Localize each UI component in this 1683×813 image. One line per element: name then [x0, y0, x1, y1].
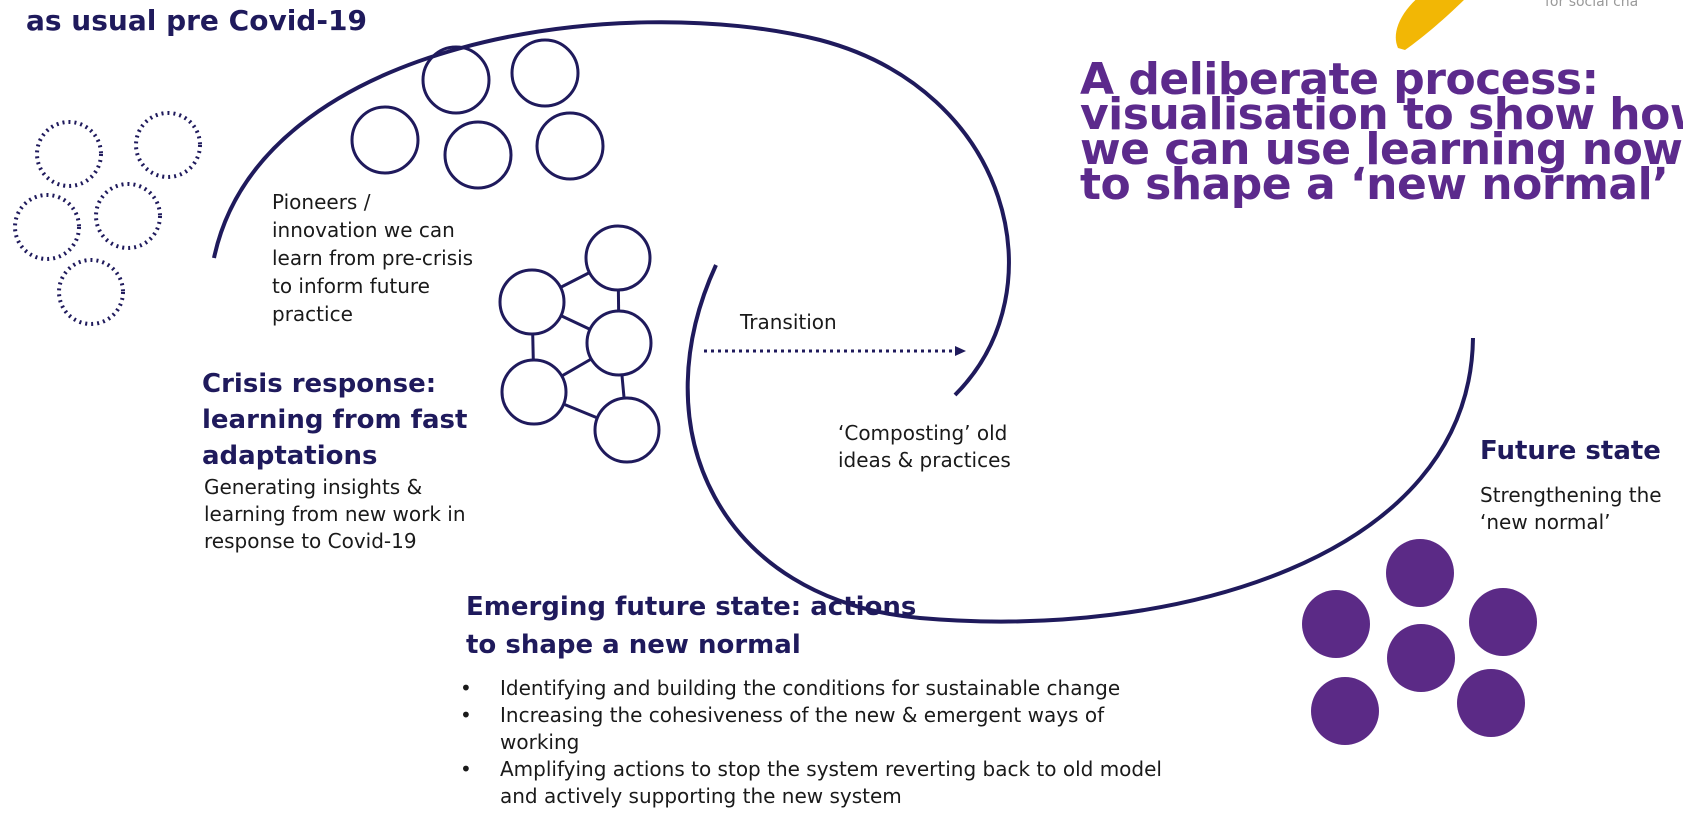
future-circle: [1302, 590, 1370, 658]
pioneers-line: innovation we can: [272, 218, 455, 242]
pioneer-circle: [421, 45, 491, 115]
crisis-heading-line: learning from fast: [202, 405, 468, 435]
network-graph: [498, 224, 661, 464]
future-circle: [1387, 624, 1455, 692]
composting-line: ‘Composting’ old: [838, 421, 1008, 445]
future-body-line: Strengthening the: [1480, 483, 1662, 507]
network-node: [585, 309, 653, 377]
crisis-body-line: response to Covid-19: [204, 529, 417, 553]
pioneer-circles-group: [350, 38, 605, 190]
network-node: [500, 358, 568, 426]
pioneer-circle: [535, 111, 605, 181]
spiral-large-arc: [212, 20, 1011, 397]
pioneers-line: practice: [272, 302, 353, 326]
future-circles-group: [1302, 539, 1537, 745]
action-line: and actively supporting the new system: [500, 784, 902, 808]
future-circle: [1386, 539, 1454, 607]
network-node: [498, 268, 566, 336]
crisis-heading-line: Crisis response:: [202, 369, 437, 399]
action-item: Increasing the cohesiveness of the new &…: [458, 702, 1162, 756]
main-title-line: A deliberate process:: [1080, 54, 1599, 105]
crisis-heading-line: adaptations: [202, 441, 378, 471]
future-state-body: Strengthening the ‘new normal’: [1480, 482, 1662, 536]
pioneers-line: learn from pre-crisis: [272, 246, 474, 270]
action-line: Amplifying actions to stop the system re…: [500, 757, 1162, 781]
pioneer-circle: [350, 105, 420, 175]
action-line: working: [500, 730, 580, 754]
composting-line: ideas & practices: [838, 448, 1011, 472]
network-node: [593, 396, 661, 464]
main-title-line: visualisation to show how: [1080, 89, 1683, 140]
future-circle: [1469, 588, 1537, 656]
transition-label: Transition: [740, 310, 837, 334]
actions-list: Identifying and building the conditions …: [458, 675, 1162, 810]
action-item: Identifying and building the conditions …: [458, 675, 1162, 702]
dotted-circle: [134, 111, 202, 179]
spiral-outer-arc: [685, 264, 1475, 624]
dotted-circle: [94, 182, 162, 250]
crisis-body-line: learning from new work in: [204, 502, 466, 526]
main-title-line: we can use learning now: [1080, 124, 1683, 175]
crisis-response-body: Generating insights & learning from new …: [204, 474, 466, 555]
logo-text-fragment: for social cha: [1545, 0, 1639, 10]
emerging-heading-line: Emerging future state: actions: [466, 592, 917, 622]
pioneer-circle: [443, 120, 513, 190]
future-circle: [1311, 677, 1379, 745]
crisis-response-heading: Crisis response: learning from fast adap…: [202, 366, 467, 474]
pioneer-circle: [510, 38, 580, 108]
future-body-line: ‘new normal’: [1480, 510, 1611, 534]
future-state-heading: Future state: [1480, 436, 1661, 466]
logo-yellow-stroke: [1395, 0, 1464, 50]
dotted-circle: [13, 193, 81, 261]
pioneers-line: to inform future: [272, 274, 430, 298]
emerging-heading-line: to shape a new normal: [466, 630, 801, 660]
main-title-line: to shape a ‘new normal’: [1080, 159, 1669, 210]
dotted-circles-group: [13, 111, 202, 326]
dotted-circle: [35, 120, 103, 188]
emerging-future-heading: Emerging future state: actions to shape …: [466, 588, 916, 664]
pioneers-text: Pioneers / innovation we can learn from …: [272, 188, 473, 328]
action-item: Amplifying actions to stop the system re…: [458, 756, 1162, 810]
action-line: Increasing the cohesiveness of the new &…: [500, 703, 1105, 727]
future-circle: [1457, 669, 1525, 737]
action-line: Identifying and building the conditions …: [500, 676, 1121, 700]
top-left-title: as usual pre Covid-19: [26, 4, 367, 37]
dotted-circle: [57, 258, 125, 326]
transition-arrowhead: [955, 346, 966, 356]
pioneers-line: Pioneers /: [272, 190, 371, 214]
main-title: A deliberate process: visualisation to s…: [1080, 54, 1683, 210]
network-node: [584, 224, 652, 292]
composting-label: ‘Composting’ old ideas & practices: [838, 420, 1011, 474]
crisis-body-line: Generating insights &: [204, 475, 423, 499]
